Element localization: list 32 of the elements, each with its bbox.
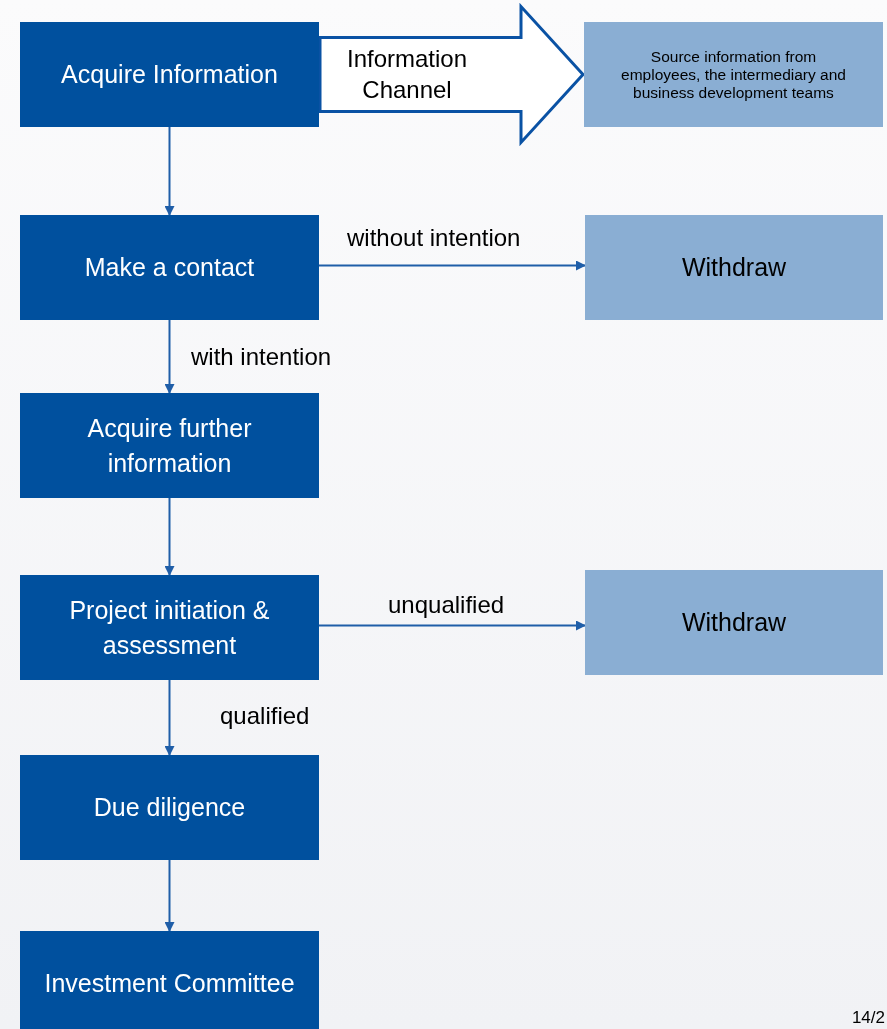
node-text: Acquire Information	[61, 59, 278, 90]
node-text: Source information from employees, the intermediary and business development teams	[620, 47, 847, 102]
process-box	[20, 22, 319, 127]
arrow	[318, 620, 586, 631]
arrow	[164, 679, 175, 756]
arrow	[164, 126, 175, 216]
node-text: Make a contact	[84, 252, 255, 283]
node-text: Due diligence	[93, 792, 246, 823]
arrow	[318, 260, 586, 271]
node-text: Investment Committee	[44, 968, 295, 999]
outcome-box	[585, 215, 883, 320]
arrow	[164, 497, 175, 576]
process-box	[20, 755, 319, 860]
node-text: Project initiation & assessment	[68, 594, 271, 661]
edge-label: without intention	[347, 224, 521, 252]
edge-label: unqualified	[388, 591, 505, 619]
process-box	[20, 393, 319, 498]
edge-label: Information Channel	[345, 43, 469, 105]
node-text: Withdraw	[681, 253, 787, 282]
process-box	[20, 575, 319, 680]
node-text: Withdraw	[681, 608, 787, 637]
arrow	[164, 319, 175, 394]
process-box	[20, 931, 319, 1029]
edge-label: qualified	[220, 702, 310, 730]
block-arrow	[318, 2, 586, 147]
arrow	[164, 859, 175, 932]
outcome-box	[585, 570, 883, 675]
page-number: 14/2	[851, 1008, 885, 1028]
edge-label: with intention	[191, 343, 332, 371]
note-box	[584, 22, 883, 127]
process-box	[20, 215, 319, 320]
node-text: Acquire further information	[86, 412, 253, 479]
